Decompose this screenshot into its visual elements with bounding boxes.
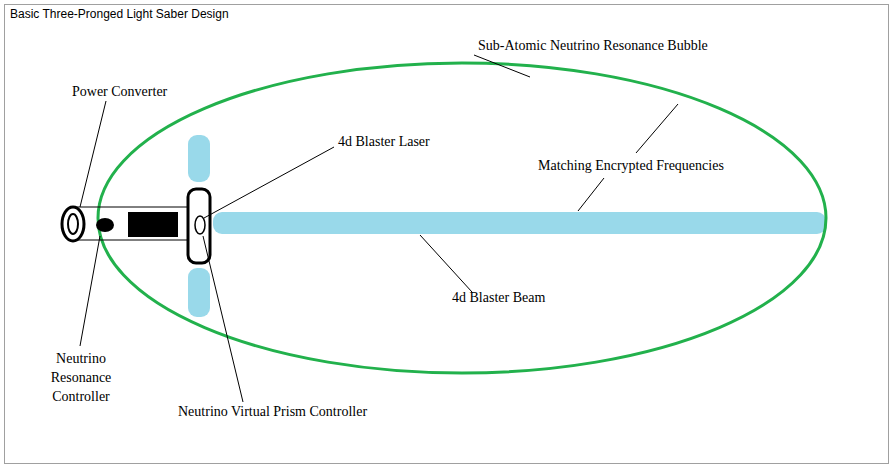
hilt-edge bbox=[72, 207, 190, 208]
leader-line bbox=[80, 101, 106, 207]
resonance-controller bbox=[96, 218, 114, 232]
leader-line bbox=[420, 235, 472, 292]
part-label: Neutrino Virtual Prism Controller bbox=[178, 402, 367, 421]
diagram-title: Basic Three-Pronged Light Saber Design bbox=[10, 7, 229, 21]
leader-line bbox=[474, 55, 530, 77]
blaster-laser bbox=[128, 212, 178, 237]
part-label: 4d Blaster Laser bbox=[338, 132, 430, 151]
blaster-beam bbox=[213, 212, 826, 234]
lower-prong bbox=[188, 268, 210, 317]
leader-line bbox=[203, 236, 243, 402]
resonance-bubble bbox=[98, 63, 826, 373]
part-label: Neutrino Resonance Controller bbox=[36, 349, 126, 406]
leader-line bbox=[80, 236, 100, 346]
power-converter bbox=[62, 207, 84, 241]
leader-line bbox=[578, 178, 604, 211]
part-label: Matching Encrypted Frequencies bbox=[538, 156, 724, 175]
leader-line bbox=[636, 104, 678, 153]
part-label: Sub-Atomic Neutrino Resonance Bubble bbox=[478, 36, 708, 55]
hilt-edge bbox=[72, 240, 190, 241]
upper-prong bbox=[188, 135, 210, 182]
leader-line bbox=[204, 147, 334, 218]
part-label: 4d Blaster Beam bbox=[452, 288, 545, 307]
frame bbox=[5, 5, 889, 464]
virtual-prism bbox=[195, 216, 205, 234]
power-converter-core bbox=[68, 214, 78, 234]
part-label: Power Converter bbox=[72, 82, 167, 101]
